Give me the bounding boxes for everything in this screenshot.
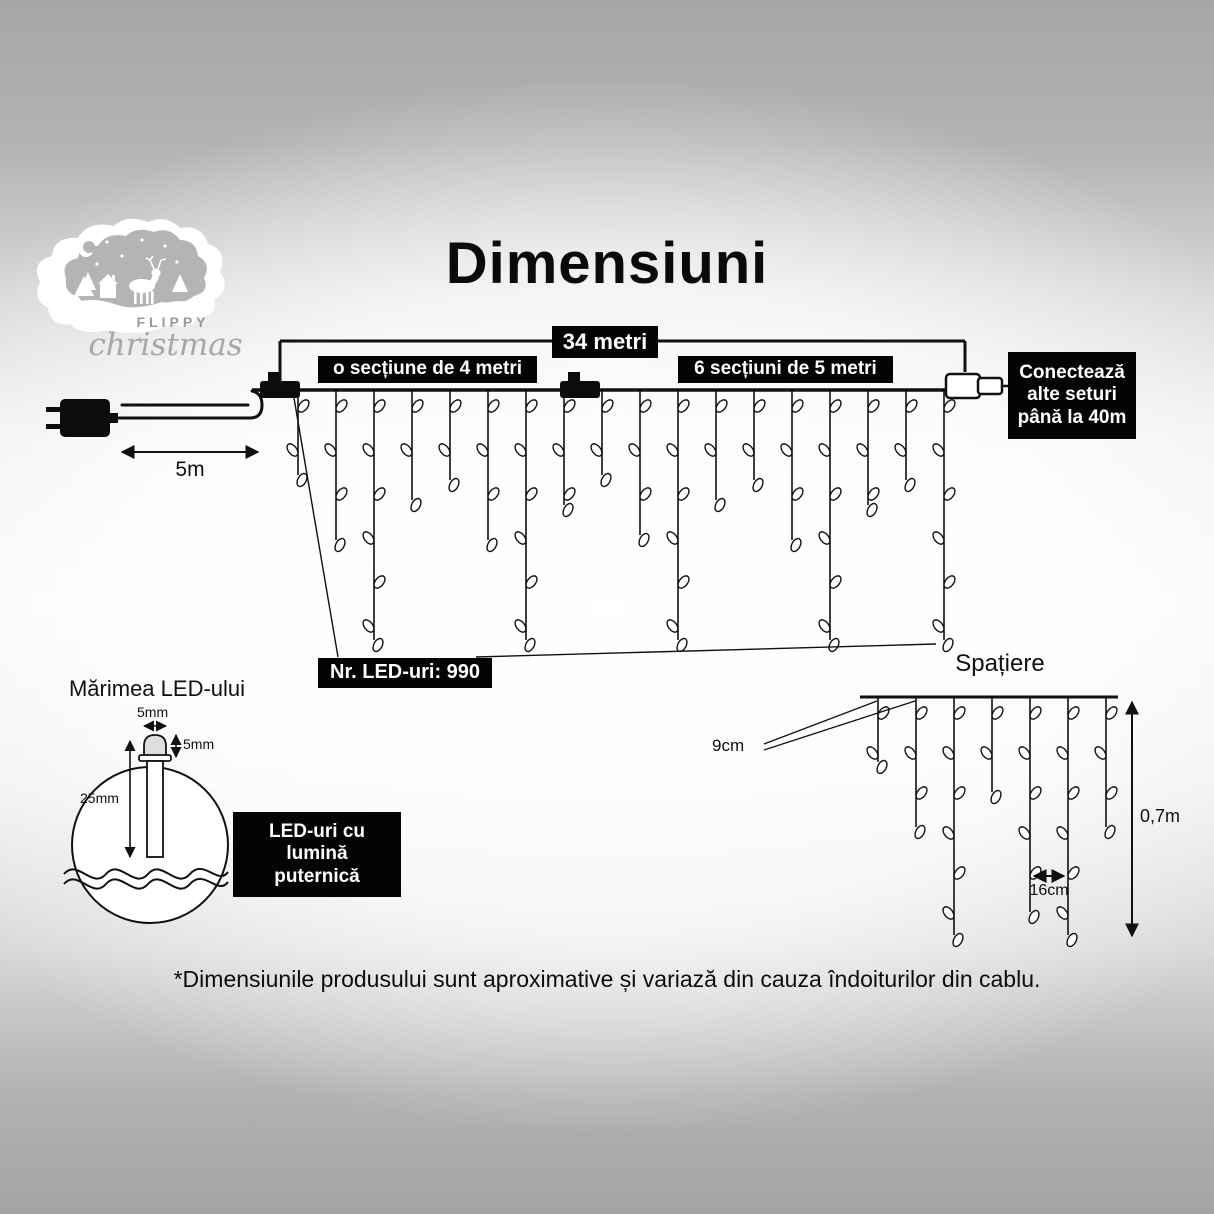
led-bulb-illustration: [138, 734, 172, 858]
connect-sets-badge: Conectează alte seturi până la 40m: [1008, 352, 1136, 440]
nine-cm-leader-lines: [763, 700, 916, 751]
led-size-title: Mărimea LED-ului: [68, 676, 246, 701]
twisted-cable-illustration: [63, 867, 229, 890]
disclaimer-text: *Dimensiunile produsului sunt aproximati…: [173, 966, 1041, 992]
section2-badge: 6 secțiuni de 5 metri: [678, 356, 893, 383]
led-count-leader-lines: [293, 397, 937, 658]
section1-badge: o secțiune de 4 metri: [318, 356, 537, 383]
brand-logo-icon: [36, 218, 225, 333]
end-connector-icon: [944, 372, 1008, 400]
led-spacing-label: 16cm: [1029, 882, 1069, 899]
power-plug-icon: [46, 399, 118, 437]
brand-name-script: christmas: [88, 327, 243, 363]
led-count-badge: Nr. LED-uri: 990: [318, 658, 493, 688]
drop-spacing-label: 9cm: [712, 736, 745, 755]
led-length-label: 25mm: [80, 790, 119, 806]
led-width-label: 5mm: [137, 704, 169, 720]
cable-connector-icon: [260, 372, 300, 398]
led-brightness-badge: LED-uri cu lumină puternică: [233, 812, 401, 898]
cable-connector-icon: [560, 372, 600, 398]
spacing-title: Spațiere: [955, 650, 1045, 677]
lead-length-label: 5m: [175, 458, 205, 481]
total-length-badge: 34 metri: [552, 326, 658, 358]
page-title: Dimensiuni: [445, 231, 769, 296]
lead-cable: [108, 389, 264, 420]
drop-height-label: 0,7m: [1140, 806, 1181, 826]
brand-name: FLIPPY: [136, 314, 210, 330]
icicle-lights-spacing: [866, 697, 1118, 948]
led-measure-arrows: [124, 720, 182, 859]
icicle-lights: [286, 390, 956, 653]
led-height-label: 5mm: [183, 736, 215, 752]
